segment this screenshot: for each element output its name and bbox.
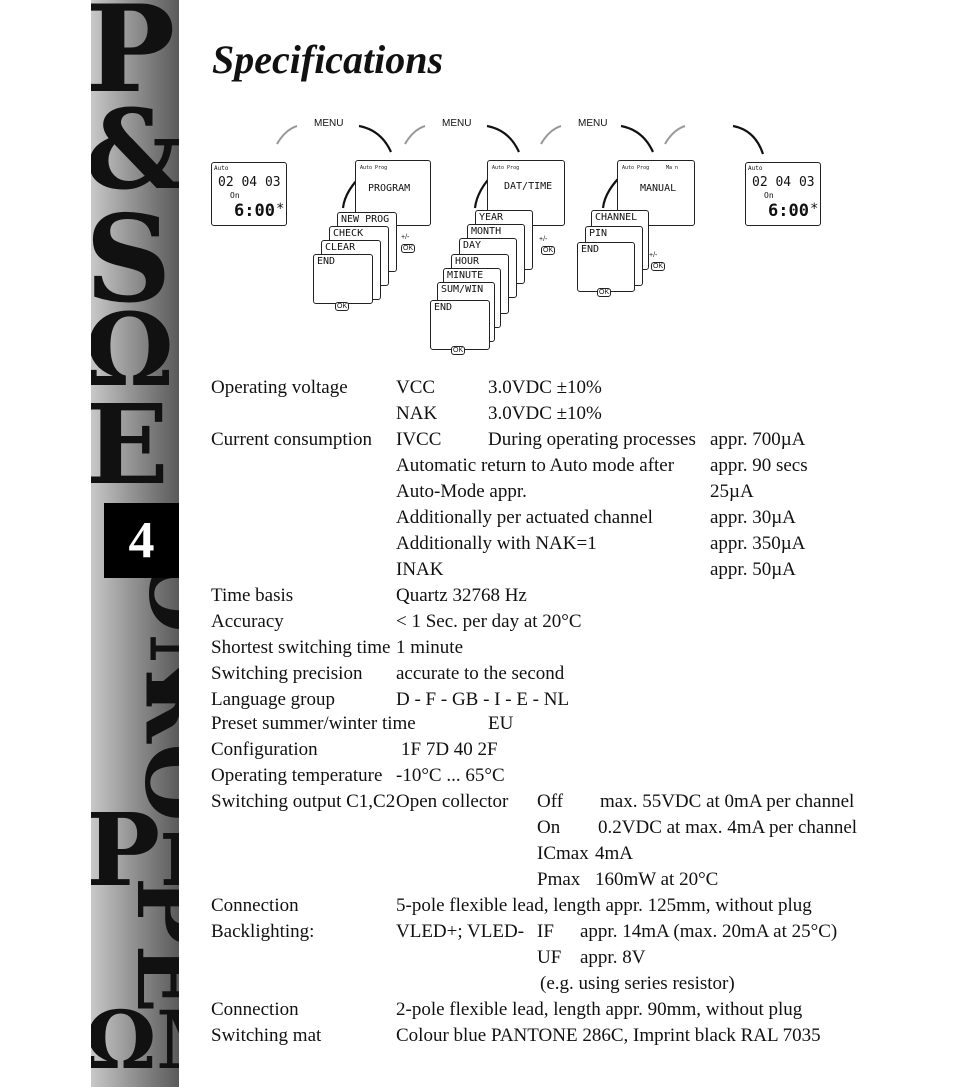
spec-label: Shortest switching time xyxy=(211,637,391,658)
ok-button-icon: OK xyxy=(651,262,666,271)
sidebar-deco-glyph: P xyxy=(91,0,176,120)
menu-label: MENU xyxy=(314,118,344,129)
spec-value: IF xyxy=(537,921,554,942)
spec-value: 5-pole flexible lead, length appr. 125mm… xyxy=(396,895,812,916)
spec-value: Pmax xyxy=(537,869,581,890)
spec-value: < 1 Sec. per day at 20°C xyxy=(396,611,582,632)
spec-value: Auto-Mode appr. xyxy=(396,481,527,502)
ok-button-icon: OK xyxy=(335,302,350,311)
sidebar-deco-glyph: Ω xyxy=(91,291,175,409)
spec-value: Open collector xyxy=(396,791,509,812)
menu-label: MENU xyxy=(442,118,472,129)
lcd-display-end: Auto 02 04 03 On 6:00 * xyxy=(745,162,821,226)
plus-minus-icon: +/- xyxy=(401,234,410,241)
spec-value: VLED+; VLED- xyxy=(396,921,525,942)
spec-value: IVCC xyxy=(396,429,442,450)
spec-value: D - F - GB - I - E - NL xyxy=(396,689,570,710)
spec-label: Time basis xyxy=(211,585,294,606)
spec-label: Connection xyxy=(211,999,299,1020)
spec-value: 2-pole flexible lead, length appr. 90mm,… xyxy=(396,999,803,1020)
spec-value: appr. 90 secs xyxy=(710,455,808,476)
page-title: Specifications xyxy=(212,37,444,82)
spec-value: Quartz 32768 Hz xyxy=(396,585,527,606)
lcd-display-start: Auto 02 04 03 On 6:00 * xyxy=(211,162,287,226)
spec-label: Operating voltage xyxy=(211,377,348,398)
spec-value: INAK xyxy=(396,559,444,580)
spec-value: 3.0VDC ±10% xyxy=(488,377,602,398)
program-item-end: END xyxy=(313,254,373,304)
dat-time-item-end: END xyxy=(430,300,490,350)
spec-value: appr. 700µA xyxy=(710,429,806,450)
spec-value: VCC xyxy=(396,377,436,398)
spec-value: ICmax xyxy=(537,843,589,864)
spec-value: EU xyxy=(488,713,514,734)
spec-label: Language group xyxy=(211,689,335,710)
spec-value: Additionally with NAK=1 xyxy=(396,533,597,554)
spec-value: 3.0VDC ±10% xyxy=(488,403,602,424)
sidebar-deco-glyph: Pr xyxy=(91,791,179,909)
spec-value: appr. 350µA xyxy=(710,533,806,554)
lcd-manual: Auto Prog Ma n MANUAL xyxy=(617,160,695,226)
spec-value: Off xyxy=(537,791,564,812)
spec-label: Accuracy xyxy=(211,611,284,632)
sidebar-deco-glyph: E xyxy=(91,380,169,509)
ok-button-icon: OK xyxy=(451,346,466,355)
ok-button-icon: OK xyxy=(597,288,612,297)
spec-label: Preset summer/winter time xyxy=(211,713,416,734)
spec-value: (e.g. using series resistor) xyxy=(540,973,735,994)
spec-value: appr. 50µA xyxy=(710,559,796,580)
spec-value: appr. 8V xyxy=(580,947,646,968)
spec-value: During operating processes xyxy=(488,429,696,450)
spec-label: Switching mat xyxy=(211,1025,322,1046)
spec-value: 0.2VDC at max. 4mA per channel xyxy=(598,817,858,838)
sidebar-deco-glyph: S xyxy=(91,189,172,330)
spec-label: Configuration xyxy=(211,739,318,760)
menu-flow-diagram: MENU MENU MENU Auto 02 04 03 On 6:00 * A… xyxy=(205,112,825,362)
spec-label: Switching output C1,C2 xyxy=(211,791,396,812)
decorative-sidebar: P & S Ω E ON RO Pr PE ΩMM xyxy=(91,0,179,1087)
spec-value: UF xyxy=(537,947,562,968)
menu-label: MENU xyxy=(578,118,608,129)
spec-value: 4mA xyxy=(595,843,633,864)
spec-value: appr. 30µA xyxy=(710,507,796,528)
ok-button-icon: OK xyxy=(401,244,416,253)
spec-label: Current consumption xyxy=(211,429,372,450)
spec-label: Operating temperature xyxy=(211,765,383,786)
spec-value: Additionally per actuated channel xyxy=(396,507,653,528)
spec-value: 25µA xyxy=(710,481,754,502)
spec-value: accurate to the second xyxy=(396,663,565,684)
spec-label: Backlighting: xyxy=(211,921,315,942)
plus-minus-icon: +/- xyxy=(649,252,658,259)
spec-value: appr. 14mA (max. 20mA at 25°C) xyxy=(580,921,838,942)
spec-label: Connection xyxy=(211,895,299,916)
spec-value: 1F 7D 40 2F xyxy=(401,739,498,760)
spec-label: Switching precision xyxy=(211,663,363,684)
manual-item-end: END xyxy=(577,242,635,292)
spec-value: 1 minute xyxy=(396,637,464,658)
spec-value: Colour blue PANTONE 286C, Imprint black … xyxy=(396,1025,821,1046)
spec-value: -10°C ... 65°C xyxy=(396,765,505,786)
ok-button-icon: OK xyxy=(541,246,556,255)
sidebar-deco-glyph: ΩMM xyxy=(91,993,179,1087)
chapter-number: 4 xyxy=(104,503,179,578)
spec-value: Automatic return to Auto mode after xyxy=(396,455,675,476)
spec-value: NAK xyxy=(396,403,438,424)
sidebar-deco-glyph: & xyxy=(91,95,179,205)
spec-value: 160mW at 20°C xyxy=(595,869,719,890)
plus-minus-icon: +/- xyxy=(539,236,548,243)
spec-value: max. 55VDC at 0mA per channel xyxy=(600,791,855,812)
spec-value: On xyxy=(537,817,561,838)
